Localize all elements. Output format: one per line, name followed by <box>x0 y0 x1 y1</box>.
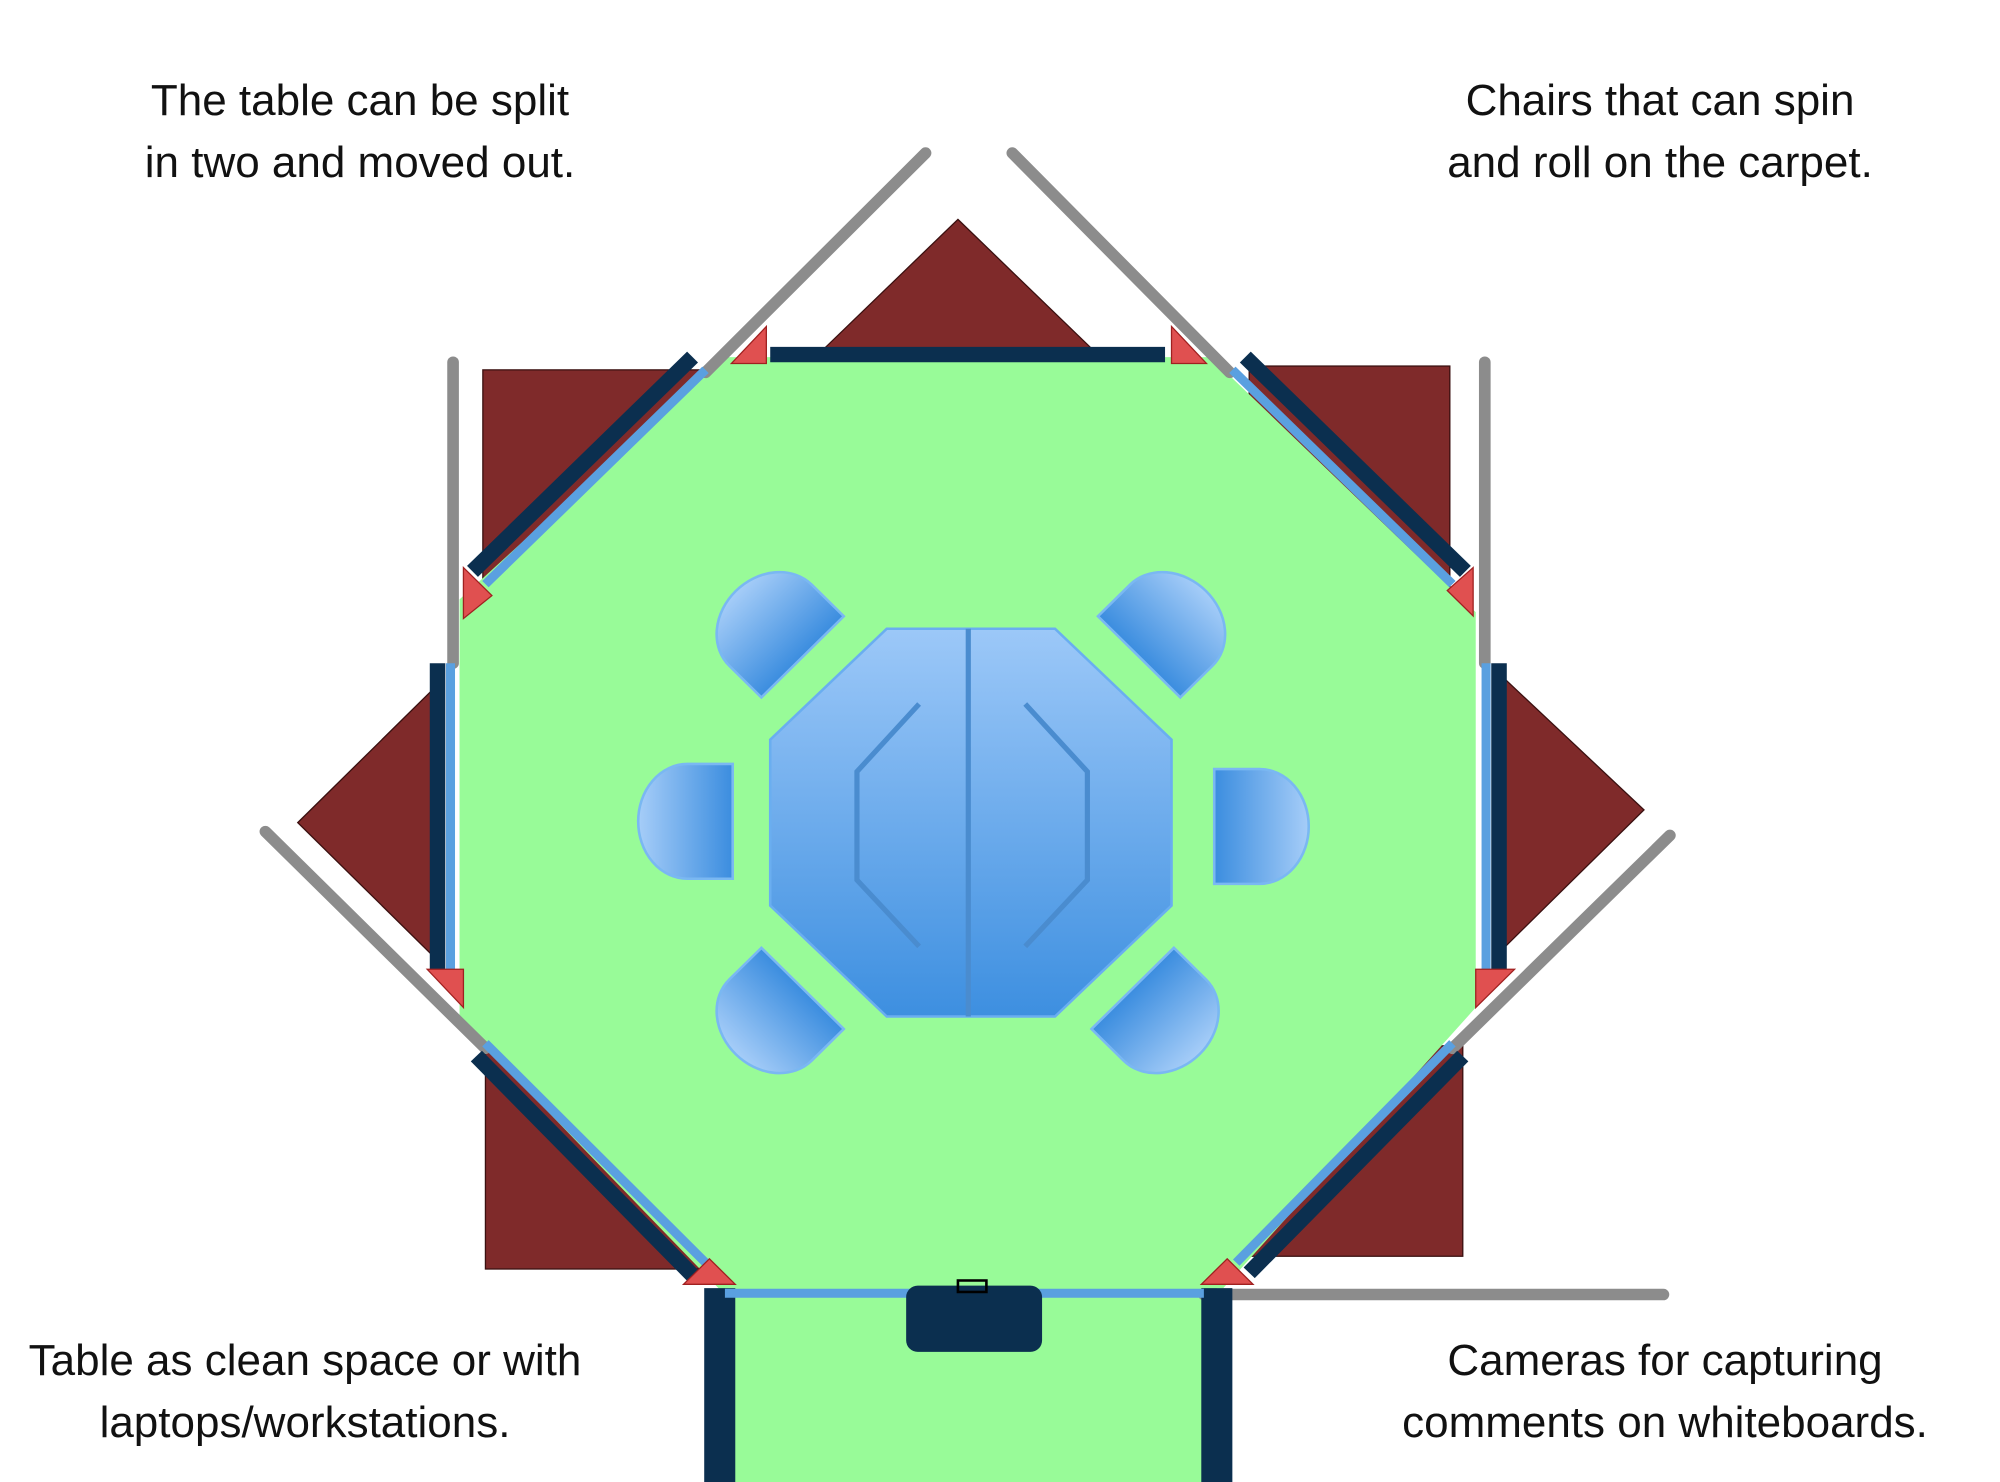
annotation-table-space: Table as clean space or with laptops/wor… <box>0 1330 610 1454</box>
annotation-line: and roll on the carpet. <box>1447 138 1873 187</box>
split-table <box>768 627 1173 1018</box>
whiteboards <box>429 346 1507 1482</box>
annotation-line: Table as clean space or with <box>28 1336 582 1385</box>
camera <box>906 1279 1043 1352</box>
annotation-table-split: The table can be split in two and moved … <box>60 70 660 194</box>
chair <box>1212 767 1311 886</box>
annotation-line: Chairs that can spin <box>1465 76 1855 125</box>
annotation-cameras: Cameras for capturing comments on whiteb… <box>1360 1330 1970 1454</box>
annotation-line: laptops/workstations. <box>99 1398 511 1447</box>
hinge-markers <box>425 324 1517 1285</box>
chair <box>636 762 734 881</box>
annotation-line: Cameras for capturing <box>1447 1336 1883 1385</box>
whiteboard-rails <box>259 147 1676 1301</box>
annotation-chairs: Chairs that can spin and roll on the car… <box>1360 70 1960 194</box>
annotation-line: The table can be split <box>150 76 570 125</box>
annotation-line: in two and moved out. <box>144 138 576 187</box>
annotation-line: comments on whiteboards. <box>1402 1398 1928 1447</box>
